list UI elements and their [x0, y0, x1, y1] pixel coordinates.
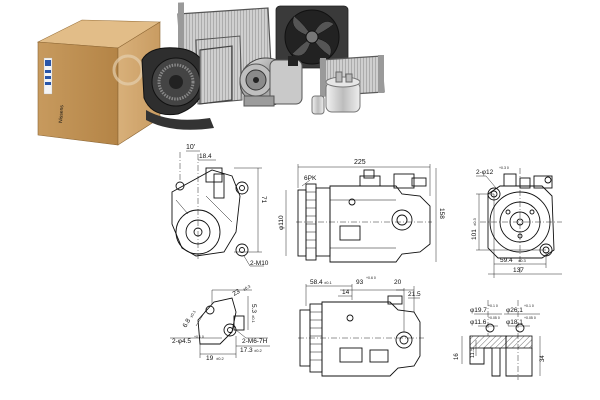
dim-side-thread: 2-M10 [250, 260, 269, 267]
dim-bracket-d2-tol: ±0.1 [189, 309, 198, 319]
dim-front-height: 158 [438, 208, 445, 219]
dim-bottom-d4: 20 [394, 279, 402, 286]
dim-bracket-holes: 2-φ4.5 [172, 338, 191, 345]
dim-rear-holes: 2-φ12 [476, 169, 494, 176]
dim-rear-holes-tol: +0.3 0 [499, 166, 509, 170]
dim-port-d2-tol: +0.05 0 [488, 316, 500, 320]
dim-port-d1: φ19.7 [470, 307, 487, 314]
dim-bottom-d2: 14 [342, 289, 350, 296]
dim-bracket-d5: 17.3 [240, 347, 253, 354]
blower-motor-image [141, 47, 214, 130]
cooling-fan-image [275, 5, 349, 69]
drawing-front-view: 225 6PK φ110 158 [278, 159, 445, 263]
drawing-port-view: φ19.7 +0.1 0 φ11.6 +0.05 0 φ26.1 +0.1 0 … [454, 300, 546, 380]
dim-rear-offset-v-tol: ±0.3 [472, 217, 477, 226]
dim-bottom-d3-tol: +0.6 0 [366, 276, 376, 280]
dim-port-d5: 16 [454, 353, 460, 360]
dim-port-d2: φ11.6 [470, 319, 487, 326]
dim-bottom-d1-tol: ±0.1 [324, 280, 333, 285]
dim-port-d4-tol: +0.05 0 [524, 316, 536, 320]
dim-port-d3-tol: +0.1 0 [524, 304, 534, 308]
cardboard-box: Nissens [36, 19, 162, 146]
dim-bottom-d1: 58.4 [310, 279, 323, 286]
dim-bracket-d4-tol: ±0.2 [216, 356, 225, 361]
dim-bracket-d4: 19 [206, 355, 214, 362]
dim-bracket-d1: 23 [232, 288, 242, 298]
drawing-rear-view: 2-φ12 +0.3 0 101 ±0.3 59.4 ±0.3 137 [471, 166, 562, 278]
dim-port-d3: φ26.1 [506, 307, 523, 314]
dim-bracket-d5-tol: ±0.2 [254, 348, 263, 353]
dim-front-length: 225 [354, 159, 366, 166]
drawing-side-view: 10' 18.4 71 2-M10 [171, 144, 269, 267]
compressor-photo [239, 56, 303, 107]
receiver-drier-image [311, 71, 361, 115]
dim-bracket-d2: 6.8 [182, 317, 193, 329]
dim-bottom-d3: 93 [356, 279, 364, 286]
dim-side-right: 71 [260, 196, 267, 204]
drawing-bottom-view: 58.4 ±0.1 14 93 +0.6 0 20 21.5 [298, 276, 424, 377]
dim-bracket-d3-tol: ±0.1 [251, 315, 256, 324]
dim-bottom-d5: 21.5 [408, 291, 421, 298]
dim-side-top: 18.4 [199, 153, 212, 160]
dim-side-top-left: 10' [186, 144, 195, 151]
dim-port-d1-tol: +0.1 0 [488, 304, 498, 308]
dim-front-diameter: φ110 [278, 215, 285, 230]
dim-rear-offset-h: 59.4 [500, 257, 513, 264]
drawing-bracket-view: 23 ±0.3 6.8 ±0.1 5.3 ±0.1 2-φ4.5 +0.1 0 … [170, 283, 270, 362]
dim-rear-width: 137 [513, 267, 524, 274]
dim-front-belt: 6PK [304, 175, 317, 182]
dim-bracket-holes-tol: +0.1 0 [194, 335, 204, 339]
dim-rear-offset-v: 101 [471, 229, 478, 240]
dim-port-d4: φ18.1 [506, 319, 523, 326]
dim-bracket-d3: 5.3 [250, 304, 257, 313]
box-brand-label: Nissens [58, 104, 65, 123]
dim-rear-offset-h-tol: ±0.3 [518, 258, 527, 263]
dim-bracket-thread: 2-M6-7H [242, 338, 268, 345]
heater-core-image [199, 45, 233, 105]
dim-port-d6: 11.5 [470, 348, 476, 358]
dim-port-d7: 34 [540, 355, 546, 362]
dim-bracket-d1-tol: ±0.3 [242, 283, 252, 292]
product-photo-group: Nissens [36, 2, 385, 146]
